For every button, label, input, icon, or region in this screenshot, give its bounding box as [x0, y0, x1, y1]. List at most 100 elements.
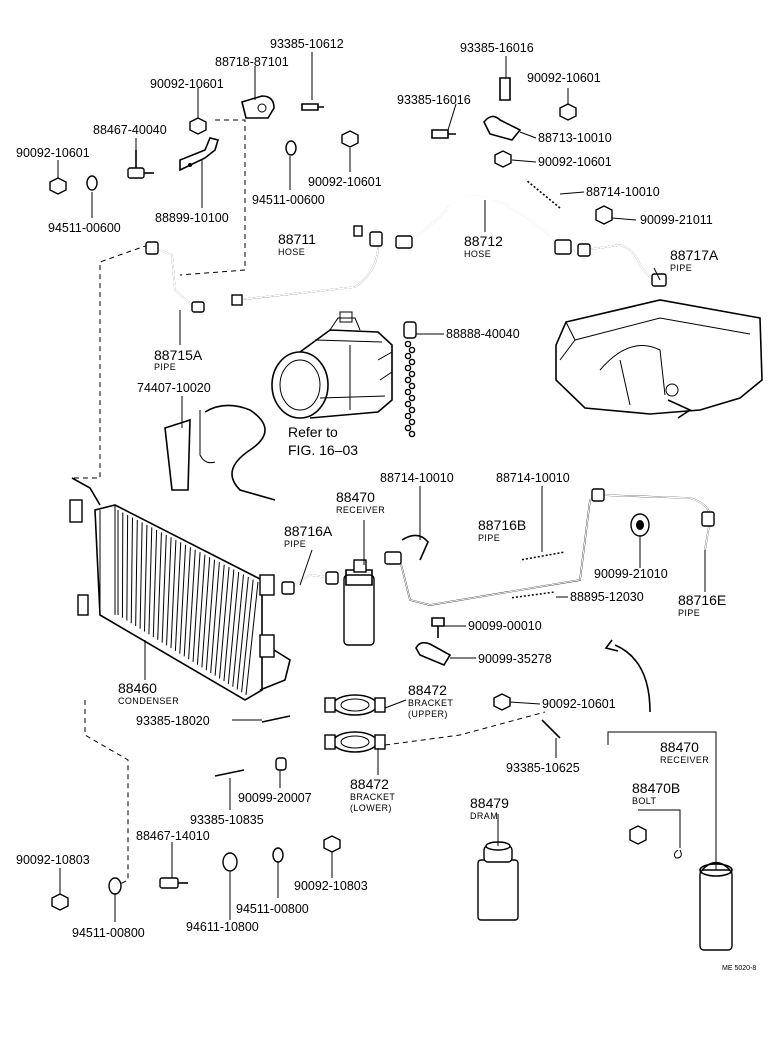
part-number: 88470B: [632, 780, 680, 796]
harness-bead: [405, 389, 410, 394]
condenser-fin: [246, 582, 258, 695]
part-name: RECEIVER: [660, 755, 709, 765]
harness-bead: [409, 407, 414, 412]
part-number: 90099-20007: [238, 791, 312, 805]
condenser-fin: [144, 525, 146, 632]
part-number: 90092-10803: [16, 853, 90, 867]
part-number: 88714-10010: [586, 185, 660, 199]
part-number: 88895-12030: [570, 590, 644, 604]
part-number: 94511-00600: [48, 221, 121, 235]
part-number: 88460: [118, 680, 157, 696]
harness-bead: [405, 341, 410, 346]
part-name: RECEIVER: [336, 505, 385, 515]
part-number: 88470: [336, 489, 375, 505]
harness-bead: [405, 401, 410, 406]
part-number: 93385-16016: [460, 41, 534, 55]
part-name: HOSE: [278, 247, 305, 257]
bracket-lower-drawing: [325, 732, 385, 752]
part-number: 90092-10601: [16, 146, 90, 160]
part-number: 93385-10625: [506, 761, 580, 775]
harness-bead: [405, 365, 410, 370]
part-number: 88470: [660, 739, 699, 755]
part-number: 88899-10100: [155, 211, 229, 225]
part-name: PIPE: [284, 539, 306, 549]
compressor-drawing: [272, 312, 392, 418]
harness-bead: [409, 431, 414, 436]
part-number: 88715A: [154, 347, 203, 363]
part-sub: (LOWER): [350, 803, 392, 813]
part-number: 94511-00600: [252, 193, 325, 207]
part-name: CONDENSER: [118, 696, 179, 706]
condenser-fin: [202, 557, 210, 667]
part-sub: (UPPER): [408, 709, 448, 719]
condenser-fin: [171, 540, 176, 648]
part-number: 88714-10010: [496, 471, 570, 485]
part-number: 93385-18020: [136, 714, 210, 728]
part-number: 88716E: [678, 592, 726, 608]
insulator-drawing: [510, 592, 555, 598]
part-number: 90092-10601: [150, 77, 224, 91]
part-number: 94511-00800: [236, 902, 309, 916]
part-number: 88716A: [284, 523, 333, 539]
part-number: 88718-87101: [215, 55, 289, 69]
condenser-fin: [237, 577, 248, 689]
part-name: HOSE: [464, 249, 491, 259]
condenser-fin: [215, 565, 224, 676]
part-number: 88479: [470, 795, 509, 811]
condenser-fin: [211, 562, 220, 673]
part-number: 90099-21011: [640, 213, 713, 227]
condenser-fin: [140, 522, 142, 628]
fasteners-top: [50, 78, 612, 224]
part-number: 94611-10800: [186, 920, 259, 934]
part-number: 93385-10612: [270, 37, 344, 51]
part-number: 88467-14010: [136, 829, 210, 843]
condenser-fin: [162, 535, 166, 643]
part-number: 88472: [408, 682, 447, 698]
part-name: BRACKET: [408, 698, 453, 708]
part-number: 88714-10010: [380, 471, 454, 485]
part-name: BRACKET: [350, 792, 395, 802]
part-number: 93385-10835: [190, 813, 264, 827]
condenser-fin: [153, 530, 156, 637]
part-number: 94511-00800: [72, 926, 145, 940]
part-name: PIPE: [154, 362, 176, 372]
condenser-fin: [158, 532, 162, 639]
condenser-fin: [233, 575, 244, 687]
harness-bead: [409, 359, 414, 364]
harness-bead: [409, 395, 414, 400]
harness-bead: [409, 383, 414, 388]
part-number: 90099-00010: [468, 619, 542, 633]
part-number: 90092-10601: [538, 155, 612, 169]
part-number: 88472: [350, 776, 389, 792]
part-number: 88713-10010: [538, 131, 612, 145]
part-number: 88711: [278, 231, 316, 247]
part-number: 88716B: [478, 517, 526, 533]
clamp-88718-drawing: [242, 96, 274, 118]
dram-can-drawing: [478, 842, 518, 920]
bracket-upper-drawing: [325, 695, 385, 715]
part-number: 90092-10803: [294, 879, 368, 893]
bolt-clamp-drawing: [416, 618, 450, 665]
part-name: PIPE: [478, 533, 500, 543]
evaporator-housing-drawing: [556, 300, 762, 418]
part-number: 88888-40040: [446, 327, 520, 341]
part-number: 88717A: [670, 247, 719, 263]
part-name: PIPE: [678, 608, 700, 618]
harness-bead: [405, 353, 410, 358]
refer-note-line1: Refer to: [288, 424, 338, 440]
pipe-88715A-drawing: [146, 242, 204, 312]
part-number: 90099-35278: [478, 652, 552, 666]
condenser-fin: [180, 545, 186, 654]
pressure-switch-drawing: [128, 150, 154, 178]
harness-bead: [409, 419, 414, 424]
condenser-fin: [127, 515, 128, 621]
pipe-88717A-drawing: [578, 244, 666, 286]
wire-harness-drawing: [404, 322, 416, 437]
condenser-fin: [131, 517, 132, 623]
part-number: 93385-16016: [397, 93, 471, 107]
harness-bead: [405, 377, 410, 382]
condenser-fin: [228, 572, 238, 684]
part-number: 90092-10601: [527, 71, 601, 85]
